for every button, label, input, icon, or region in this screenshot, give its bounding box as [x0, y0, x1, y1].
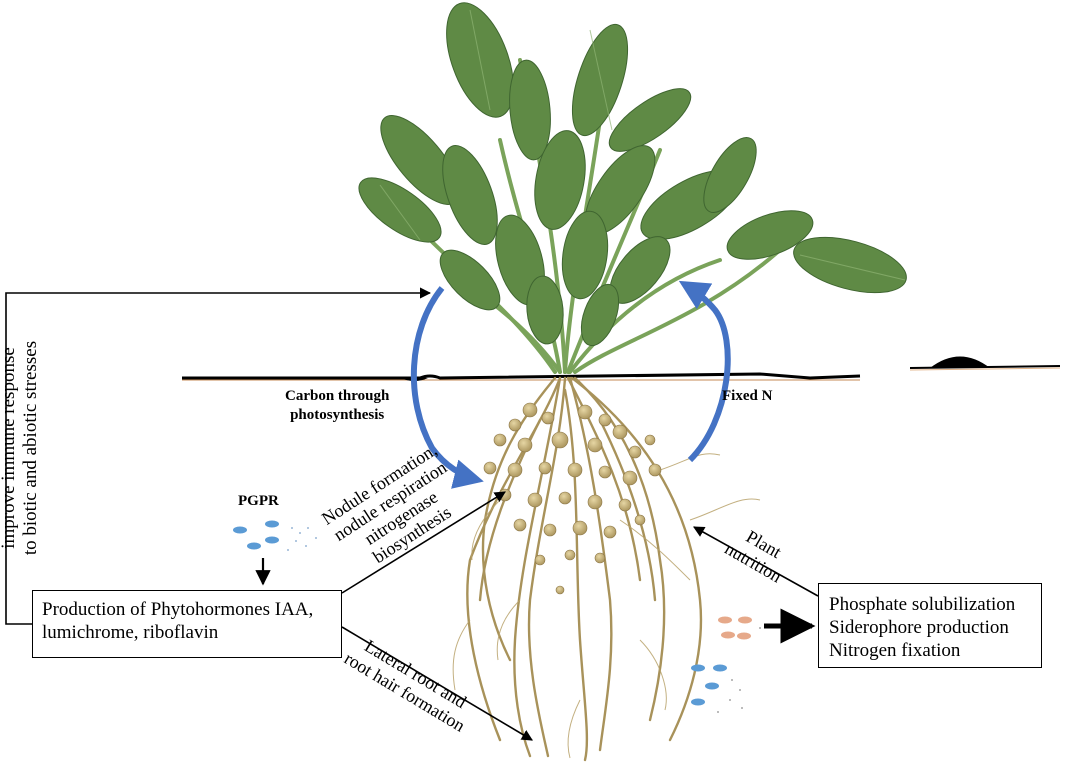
carbon-flow-arrow [410, 286, 484, 489]
siderophore-production-text: Siderophore production [829, 617, 1009, 638]
soil-surface [182, 356, 1061, 381]
fixed-n-label: Fixed N [722, 388, 773, 404]
soil-bacteria-cluster [691, 616, 761, 713]
immune-response-line-1: improve immune response [0, 347, 19, 549]
plant-shoot [358, 2, 907, 374]
phytohormone-line-1: Production of Phytohormones IAA, [42, 599, 314, 620]
plant-nutrition-arrow [693, 526, 819, 597]
immune-response-line-2: to biotic and abiotic stresses [20, 340, 41, 556]
phosphate-solubilization-text: Phosphate solubilization [829, 594, 1016, 615]
root-system [452, 376, 761, 762]
pgpr-label: PGPR [238, 493, 279, 509]
nodule-formation-arrow [341, 491, 506, 594]
pgpr-bacteria-cluster [233, 520, 317, 551]
carbon-line-1: Carbon through [285, 388, 390, 404]
carbon-label: Carbon through photosynthesis [285, 387, 389, 425]
phytohormone-box: Production of Phytohormones IAA, lumichr… [32, 590, 342, 658]
immune-response-arrow [5, 287, 432, 625]
nitrogen-fixation-text: Nitrogen fixation [829, 640, 961, 661]
carbon-line-2: photosynthesis [290, 407, 385, 423]
lateral-root-arrow [341, 626, 533, 741]
fixed-n-flow-arrow [678, 280, 731, 463]
phytohormone-line-2: lumichrome, riboflavin [42, 622, 219, 643]
functions-box: Phosphate solubilization Siderophore pro… [818, 583, 1042, 668]
immune-response-label: improve immune response to biotic and ab… [0, 317, 42, 579]
